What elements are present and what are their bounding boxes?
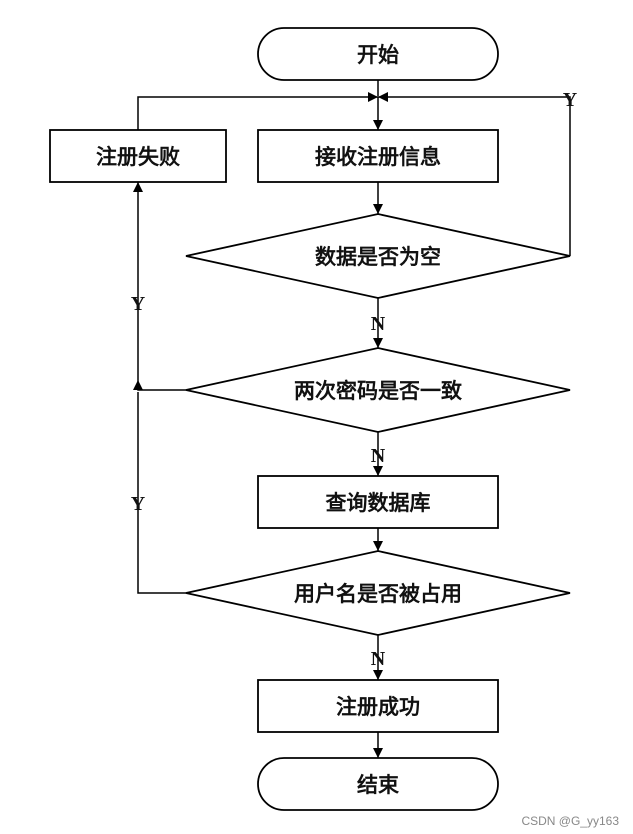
taken-yes-label: Y bbox=[131, 493, 146, 515]
fail-label: 注册失败 bbox=[96, 144, 180, 169]
edge-empty-yes bbox=[378, 92, 571, 256]
is-empty-label: 数据是否为空 bbox=[315, 244, 441, 269]
edge-taken-yes bbox=[137, 392, 186, 594]
pwd-yes-label: Y bbox=[131, 293, 146, 315]
receive-label: 接收注册信息 bbox=[315, 144, 441, 169]
taken-no-label: N bbox=[371, 648, 386, 670]
empty-no-label: N bbox=[371, 313, 386, 335]
edge-pwd-left bbox=[133, 380, 186, 391]
start-label: 开始 bbox=[357, 42, 399, 67]
name-taken-label: 用户名是否被占用 bbox=[294, 581, 462, 606]
edge-fail-merge bbox=[137, 92, 378, 130]
fail-process bbox=[49, 129, 227, 183]
query-db-process bbox=[257, 475, 499, 529]
query-db-label: 查询数据库 bbox=[326, 490, 431, 515]
success-label: 注册成功 bbox=[336, 694, 420, 719]
success-process bbox=[257, 679, 499, 733]
pwd-no-label: N bbox=[371, 445, 386, 467]
pwd-match-label: 两次密码是否一致 bbox=[294, 378, 463, 403]
end-terminal bbox=[257, 757, 499, 811]
watermark: CSDN @G_yy163 bbox=[521, 814, 619, 828]
end-label: 结束 bbox=[357, 772, 400, 797]
empty-yes-label: Y bbox=[563, 89, 578, 111]
